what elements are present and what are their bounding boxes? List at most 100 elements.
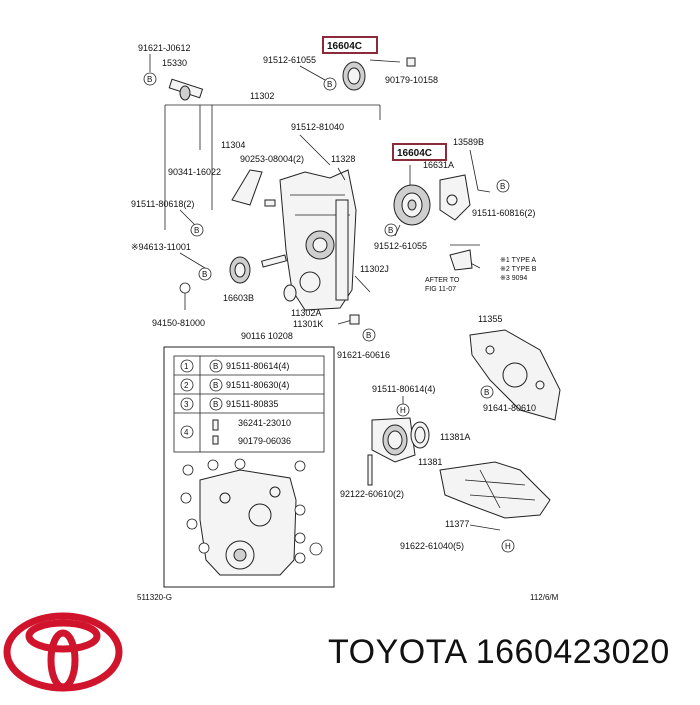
label-15330: 15330 (162, 58, 187, 68)
callout-b-circle (496, 179, 510, 193)
seal-11381a-part (410, 421, 430, 449)
label-91512-81040: 91512-81040 (291, 122, 344, 132)
cover-plate-part (449, 249, 473, 271)
callout-b: B (388, 226, 393, 235)
label-11304: 11304 (221, 140, 245, 150)
label-94613-11001: ※94613-11001 (131, 242, 191, 252)
brand-name: TOYOTA (328, 633, 466, 671)
label-91622-61040: 91622-61040(5) (400, 541, 464, 551)
legend-part-5: 90179-06036 (238, 436, 291, 446)
callout-b: B (327, 80, 332, 89)
label-91511-80618: 91511-80618(2) (131, 199, 194, 209)
label-16631a: 16631A (423, 160, 454, 170)
highlight-box-top (322, 36, 378, 54)
label-91621-j0612: 91621-J0612 (138, 43, 191, 53)
idler-pulley-16604c-part (393, 184, 431, 226)
legend-part-1: 91511-80614(4) (226, 361, 289, 371)
label-16603b: 16603B (223, 293, 254, 303)
bracket-16631a-part (439, 174, 471, 221)
end-plate-11355-part (469, 329, 561, 421)
stud-part (261, 254, 287, 268)
label-11328: 11328 (331, 154, 355, 164)
label-16604c-middle: 16604C (397, 148, 432, 159)
leader-line (179, 209, 196, 226)
label-90179-10158: 90179-10158 (385, 75, 438, 85)
label-11381: 11381 (418, 457, 442, 467)
callout-h-circle (501, 539, 515, 553)
callout-b: H (400, 406, 406, 415)
label-91512-61055-top: 91512-61055 (263, 55, 316, 65)
callout-b-circle (198, 267, 212, 281)
note-type-a: ※1 TYPE A (500, 257, 536, 264)
bolt-92122-part (367, 454, 373, 486)
callout-b: B (147, 75, 152, 84)
label-11302j: 11302J (360, 264, 389, 274)
label-91511-60816: 91511-60816(2) (472, 208, 535, 218)
leader-line (369, 59, 401, 63)
callout-b: B (366, 331, 371, 340)
label-13589b: 13589B (453, 137, 484, 147)
callout-b-circle (384, 223, 398, 237)
toyota-logo (3, 612, 123, 692)
label-91511-80614-right: 91511-80614(4) (372, 384, 435, 394)
label-91641-80610: 91641-80610 (483, 403, 536, 413)
callout-b: B (194, 226, 199, 235)
leader-line (299, 134, 346, 181)
timing-cover-part (279, 169, 357, 311)
nut-icon (212, 435, 219, 445)
label-11381a: 11381A (440, 432, 470, 442)
leader-line (469, 149, 491, 193)
callout-b-circle (323, 77, 337, 91)
legend-num-4: 4 (184, 428, 189, 437)
part-number: 1660423020 (475, 633, 670, 671)
leader-line (179, 252, 206, 269)
callout-h-circle (179, 282, 191, 294)
idler-pulley-top-part (342, 61, 366, 91)
legend-callout-3: B (213, 400, 218, 409)
note-after-to: AFTER TO (425, 277, 460, 284)
diagram-code: 511320-G (137, 593, 172, 602)
callout-h: H (505, 542, 511, 551)
label-91512-61055-middle: 91512-61055 (374, 241, 427, 251)
nut-part (406, 57, 416, 67)
label-11377: 11377 (445, 519, 469, 529)
legend-part-4: 36241-23010 (238, 418, 291, 428)
note-9094: ※3 9094 (500, 275, 527, 282)
stud-icon (212, 419, 219, 431)
legend-callout-2: B (213, 381, 218, 390)
gasket-11304-part (231, 169, 263, 206)
legend-table: 1 B 91511-80614(4) 2 B 91511-80630(4) 3 … (163, 346, 335, 588)
legend-num-3: 3 (184, 400, 189, 409)
leader-line (354, 275, 371, 293)
bolt-part (264, 199, 276, 207)
note-type-b: ※2 TYPE B (500, 266, 537, 273)
legend-part-2: 91511-80630(4) (226, 380, 289, 390)
label-90341-16022: 90341-16022 (168, 167, 221, 177)
leader-line (299, 65, 326, 81)
callout-b-circle (190, 223, 204, 237)
label-92122-60610: 92122-60610(2) (340, 489, 404, 499)
seal-11302a-part (283, 284, 297, 302)
legend-num-1: 1 (184, 362, 189, 371)
callout-b-circle (396, 403, 410, 417)
page-code: 112/6/M (530, 593, 559, 602)
highlight-box-middle (392, 143, 447, 161)
leader-line (469, 524, 501, 531)
retainer-11381-part (371, 417, 416, 463)
label-16604c-top: 16604C (327, 41, 362, 52)
label-91621-60616: 91621-60616 (337, 350, 390, 360)
label-11355: 11355 (478, 314, 502, 324)
oil-pan-11377-part (439, 461, 551, 519)
callout-b-circle (143, 72, 157, 86)
pulley-16603b-part (229, 256, 251, 284)
brand-part-number: TOYOTA 1660423020 (328, 633, 670, 672)
label-94150-81000: 94150-81000 (152, 318, 205, 328)
label-11302a: 11302A (291, 308, 321, 318)
shaft-15330-part (168, 78, 204, 101)
leader-line (199, 105, 213, 210)
legend-num-2: 2 (184, 381, 189, 390)
label-90116-10208: 90116 10208 (241, 331, 293, 341)
label-11301k: 11301K (293, 319, 323, 329)
